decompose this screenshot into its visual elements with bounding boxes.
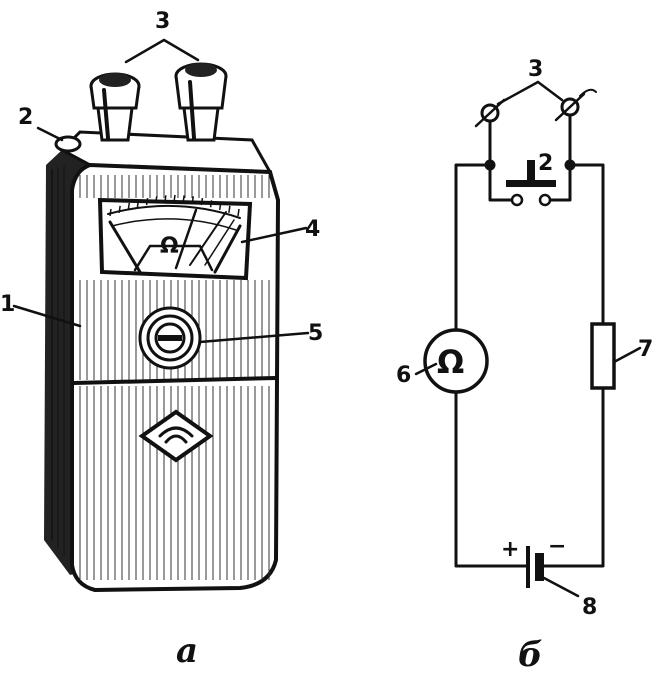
scale-tick	[237, 208, 240, 217]
leader-4-a	[240, 226, 308, 244]
zero-adjust-knob	[138, 306, 202, 370]
ohmmeter-device: Ω	[0, 9, 323, 671]
battery-symbol: + − 8	[501, 534, 597, 620]
wire-left	[454, 163, 492, 332]
wire-left-lower	[454, 390, 530, 568]
scale-window: Ω	[97, 194, 253, 281]
leader-8-b	[542, 576, 580, 598]
resistor-symbol: 7	[590, 322, 653, 390]
scale-needle	[174, 208, 198, 270]
battery-minus-sign: −	[548, 534, 566, 559]
leader-3-a	[124, 38, 200, 64]
scale-tick	[127, 202, 131, 211]
scale-tick	[191, 196, 195, 204]
leader-5-a	[198, 331, 310, 344]
label-b-8: 8	[582, 595, 597, 620]
device-ribbing	[79, 175, 270, 580]
meter-symbol: Ω 6	[396, 328, 489, 394]
leader-2-a	[36, 126, 64, 142]
label-a-4: 4	[305, 217, 320, 242]
scale-tick	[200, 197, 204, 206]
meter-ohm-symbol: Ω	[437, 343, 464, 381]
label-a-5: 5	[308, 321, 323, 346]
scale-tick	[109, 208, 112, 217]
scale-tick	[154, 196, 158, 204]
ohmmeter-circuit: 3 2 Ω 6 7	[396, 57, 653, 675]
label-b-2: 2	[538, 151, 553, 176]
terminal-pair: 3	[474, 57, 597, 167]
label-a-1: 1	[0, 292, 15, 317]
scale-tick	[209, 200, 213, 208]
label-b-3: 3	[528, 57, 543, 82]
leader-1-a	[12, 304, 82, 328]
device-top-plate	[59, 130, 273, 174]
battery-plus-sign: +	[501, 537, 519, 562]
scale-tick	[118, 205, 121, 213]
caption-a: а	[176, 631, 198, 671]
terminal-right	[174, 62, 228, 142]
scale-tick	[136, 200, 140, 208]
scale-tick	[228, 205, 231, 213]
label-b-7: 7	[638, 337, 653, 362]
scale-tick	[182, 195, 185, 203]
label-b-6: 6	[396, 363, 411, 388]
dial-ohm-symbol: Ω	[160, 234, 179, 259]
wire-right	[568, 163, 605, 326]
caption-b: б	[518, 635, 543, 675]
wire-right-lower	[542, 386, 605, 568]
button-switch: 2	[488, 151, 572, 207]
brand-emblem	[138, 409, 214, 463]
scale-tick	[218, 202, 222, 211]
leader-6-b	[414, 362, 438, 376]
label-a-2: 2	[18, 105, 33, 130]
leader-3-b	[496, 80, 564, 106]
terminal-left	[89, 72, 141, 142]
label-a-3: 3	[155, 9, 170, 34]
scale-tick	[173, 194, 176, 203]
scale-tick	[145, 197, 149, 206]
leader-7-b	[612, 346, 642, 364]
scale-tick	[164, 195, 167, 203]
device-seam	[72, 376, 278, 385]
